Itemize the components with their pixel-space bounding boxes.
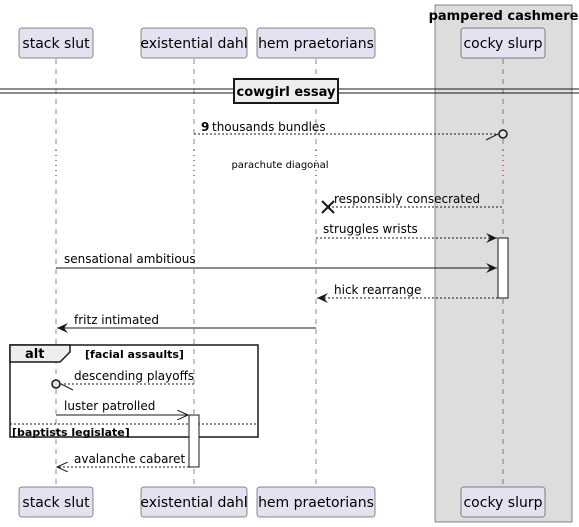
participant-cocky-slurp-top[interactable]: cocky slurp (460, 27, 546, 59)
participant-label: cocky slurp (463, 36, 542, 52)
activation-bar-cocky-slurp (497, 237, 509, 299)
delay-label: parachute diagonal (231, 160, 328, 171)
message-hick-rearrange: hick rearrange (317, 283, 498, 303)
message-number: 9 (201, 120, 209, 134)
participant-label: stack slut (22, 495, 90, 511)
lost-message-circle (498, 129, 508, 139)
participant-label: existential dahl (140, 36, 247, 52)
destroy-icon (321, 200, 335, 214)
participant-box-pampered-cashmere: pampered cashmere (429, 4, 579, 523)
message-struggles-wrists: struggles wrists (316, 222, 497, 243)
message-sensational-ambitious: sensational ambitious (56, 252, 497, 273)
found-message-circle (51, 379, 61, 389)
box-title: pampered cashmere (429, 9, 579, 24)
participant-existential-dahl-top[interactable]: existential dahl (140, 27, 248, 59)
participant-label: existential dahl (140, 495, 247, 511)
participant-label: stack slut (22, 36, 90, 52)
alt-fragment: alt [facial assaults] [baptists legislat… (9, 344, 259, 439)
message-label: thousands bundles (212, 120, 326, 134)
message-label: struggles wrists (323, 222, 418, 236)
message-label: hick rearrange (334, 283, 421, 297)
participant-stack-slut-bottom[interactable]: stack slut (18, 486, 94, 518)
message-avalanche-cabaret: avalanche cabaret (57, 452, 189, 467)
message-label: descending playoffs (74, 369, 194, 383)
activation-bar-existential-dahl (188, 414, 200, 468)
participant-label: cocky slurp (463, 495, 542, 511)
participant-cocky-slurp-bottom[interactable]: cocky slurp (460, 486, 546, 518)
participant-hem-praetorians-top[interactable]: hem praetorians (256, 27, 376, 59)
participant-hem-praetorians-bottom[interactable]: hem praetorians (256, 486, 376, 518)
message-fritz-intimated: fritz intimated (57, 313, 316, 333)
message-label: fritz intimated (74, 313, 159, 327)
alt-guard-2: [baptists legislate] (12, 426, 130, 439)
message-thousands-bundles: 9 thousands bundles (194, 120, 508, 141)
participant-label: hem praetorians (258, 36, 374, 52)
alt-keyword: alt (25, 347, 44, 362)
alt-guard-1: [facial assaults] (85, 348, 184, 361)
participant-existential-dahl-bottom[interactable]: existential dahl (140, 486, 248, 518)
message-descending-playoffs: descending playoffs (51, 369, 194, 391)
message-label: sensational ambitious (64, 252, 196, 266)
message-luster-patrolled: luster patrolled (56, 399, 188, 415)
divider: cowgirl essay (0, 78, 579, 104)
message-label: avalanche cabaret (74, 452, 185, 466)
message-label: luster patrolled (64, 399, 155, 413)
divider-label: cowgirl essay (237, 85, 336, 100)
message-responsibly-consecrated: responsibly consecrated (321, 192, 503, 214)
delay: parachute diagonal (54, 150, 505, 180)
message-label: responsibly consecrated (334, 192, 480, 206)
participant-label: hem praetorians (258, 495, 374, 511)
participant-stack-slut-top[interactable]: stack slut (18, 27, 94, 59)
